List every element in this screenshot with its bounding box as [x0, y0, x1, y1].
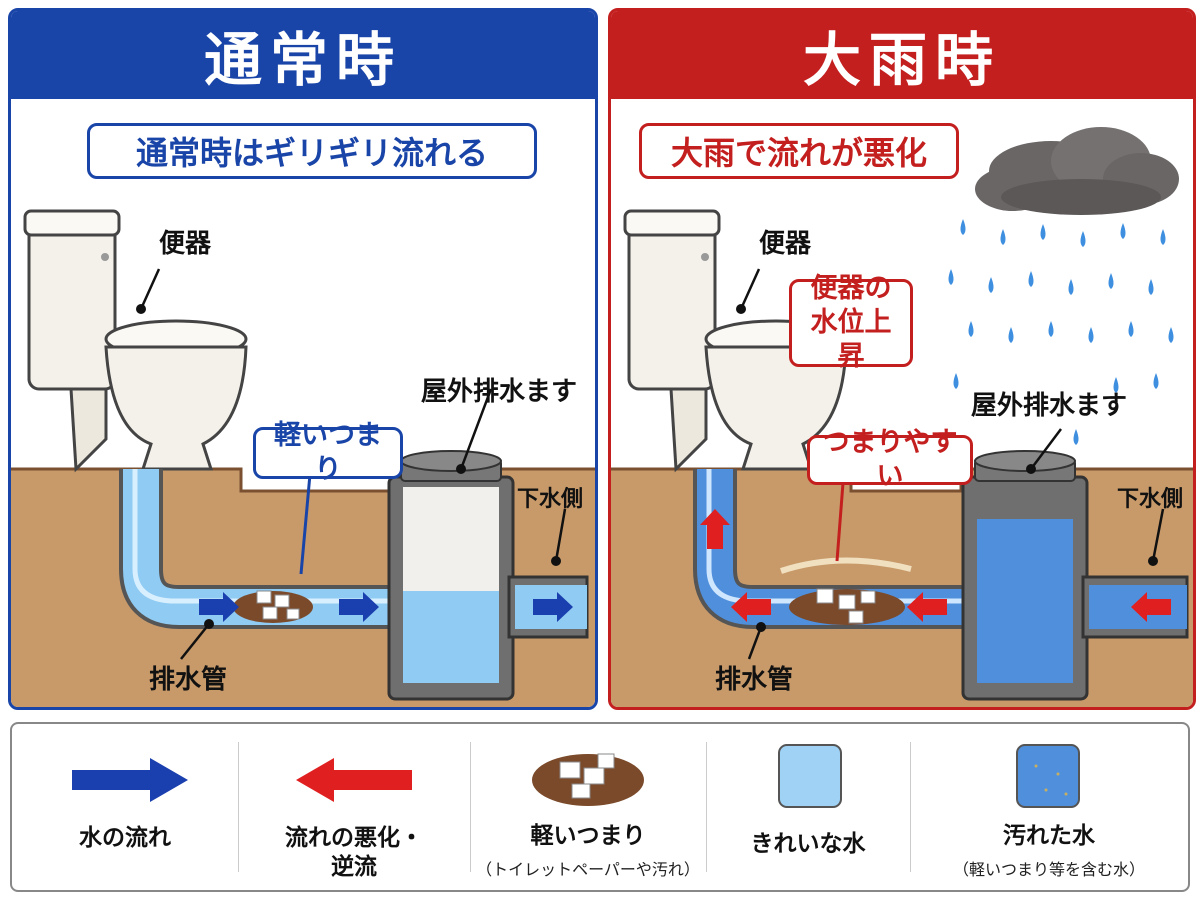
clog-callout: つまりやすい: [807, 427, 973, 492]
legend-divider: [910, 742, 911, 872]
legend-label-clean-water: きれいな水: [750, 831, 866, 857]
legend-sub-clog: （トイレットペーパーや汚れ）: [476, 860, 700, 879]
clog-icon: [532, 753, 644, 806]
toilet-bowl: [104, 345, 248, 471]
reverse-flow-arrow: [700, 509, 730, 549]
legend-item-reverse: 流れの悪化・ 逆流: [238, 724, 470, 890]
sewer-side-label: 下水側: [517, 487, 584, 512]
legend-item-clog: 軽いつまり （トイレットペーパーや汚れ）: [470, 724, 706, 890]
legend-sub-dirty-water: （軽いつまり等を含む水）: [952, 860, 1145, 879]
drain-pipe-label: 排水管: [715, 665, 794, 695]
panel-subtitle-normal: 通常時はギリギリ流れる: [87, 123, 537, 179]
water-rise-callout-line1: 便器の: [810, 273, 892, 305]
legend-label-flow: 水の流れ: [79, 825, 171, 851]
reverse-flow-arrow: [731, 592, 771, 622]
drain-pipe-label: 排水管: [149, 665, 228, 695]
legend-item-dirty-water: 汚れた水 （軽いつまり等を含む水）: [910, 724, 1188, 890]
legend: 水の流れ 流れの悪化・ 逆流 軽いつまり （トイレットペーパーや汚れ） きれいな…: [10, 722, 1190, 892]
legend-label-reverse-line1: 流れの悪化・: [285, 825, 423, 851]
legend-divider: [238, 742, 239, 872]
legend-label-reverse-line2: 逆流: [331, 853, 377, 880]
outdoor-drain-box-label: 屋外排水ます: [971, 391, 1128, 421]
clean-water-swatch: [778, 744, 842, 808]
toilet-label: 便器: [759, 229, 812, 259]
panel-heavy-rain: 大雨時: [608, 8, 1196, 710]
rain-drops-icon: [948, 219, 1174, 445]
scene-normal: [11, 209, 595, 707]
clog-mass: [780, 557, 912, 625]
water-rise-callout-line2: 水位上昇: [810, 307, 892, 372]
toilet-label: 便器: [159, 229, 212, 259]
blue-arrow-icon: [72, 758, 188, 802]
legend-label-dirty-water: 汚れた水: [1003, 823, 1095, 849]
dirty-water-swatch: [1016, 744, 1080, 808]
clog-mass: [233, 590, 313, 623]
panel-subtitle-heavy-rain: 大雨で流れが悪化: [639, 123, 959, 179]
legend-divider: [706, 742, 707, 872]
legend-divider: [470, 742, 471, 872]
legend-item-flow: 水の流れ: [12, 724, 238, 890]
legend-item-clean-water: きれいな水: [706, 724, 910, 890]
panel-title-heavy-rain: 大雨時: [611, 11, 1193, 99]
panel-title-normal: 通常時: [11, 11, 595, 99]
water-rise-callout: 便器の 水位上昇: [789, 273, 913, 372]
legend-label-reverse: 流れの悪化・ 逆流: [238, 824, 470, 882]
reverse-flow-arrow: [1131, 592, 1171, 622]
toilet-tank: [27, 217, 117, 391]
flow-arrow: [339, 592, 379, 622]
red-arrow-icon: [296, 758, 412, 802]
panel-normal: 通常時: [8, 8, 598, 710]
legend-label-clog: 軽いつまり: [530, 823, 646, 849]
reverse-flow-arrow: [907, 592, 947, 622]
clog-callout: 軽いつまり: [253, 420, 403, 485]
outdoor-drain-box-label: 屋外排水ます: [421, 377, 578, 407]
rain-cloud-icon: [975, 127, 1179, 215]
flow-arrow: [533, 592, 573, 622]
flow-arrow: [199, 592, 239, 622]
sewer-side-label: 下水側: [1117, 487, 1184, 512]
